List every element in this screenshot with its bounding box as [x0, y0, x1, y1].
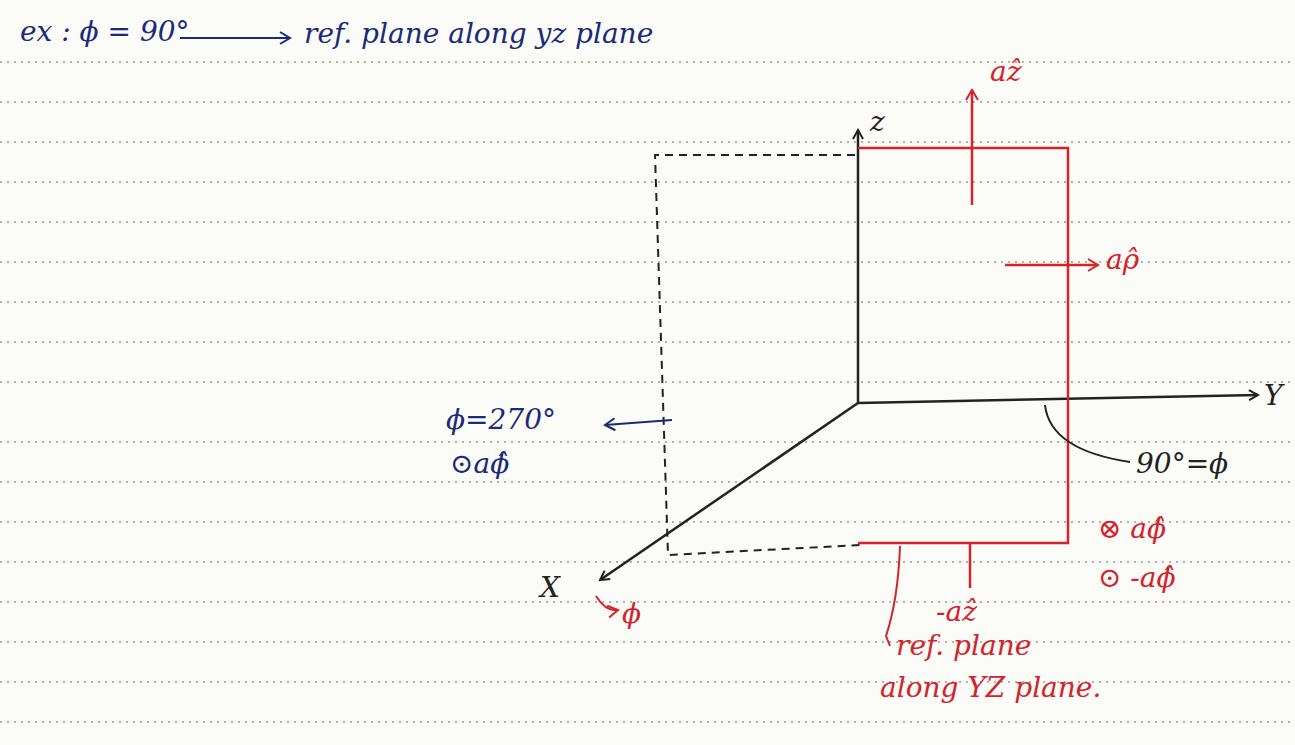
angle-label: ϕ=270° [446, 404, 556, 436]
x-axis [600, 403, 858, 580]
heading-note: ex : ϕ = 90° [20, 16, 190, 48]
arho-arrow [1005, 264, 1098, 267]
unit-vector-label: -aẑ [936, 596, 977, 628]
unit-vector-label: ⊗ aϕ̂ [1098, 513, 1166, 545]
unit-vector-label: ⊙ -aϕ̂ [1098, 562, 1176, 594]
angle-leader [1045, 405, 1130, 462]
y-axis [858, 395, 1258, 403]
z-axis [857, 130, 860, 403]
heading-note: ref. plane along yz plane [304, 18, 653, 50]
axis-label: Y [1264, 380, 1282, 412]
unit-vector-label: aẑ [990, 56, 1021, 88]
phi-arc [596, 596, 618, 610]
dashed-plane [655, 155, 860, 555]
plane-note: ref. plane [896, 630, 1031, 662]
unit-vector-label: ⊙aϕ̂ [450, 448, 509, 480]
az-arrow [971, 90, 974, 205]
reference-plane [858, 148, 1068, 543]
plane-note: along YZ plane. [880, 672, 1101, 704]
title-arrow [180, 37, 290, 39]
ruled-lines [0, 62, 1295, 722]
axis-label: z [870, 106, 885, 138]
unit-vector-label: aρ̂ [1106, 244, 1139, 276]
phi270-leader [605, 420, 672, 425]
angle-label: ϕ [622, 598, 641, 630]
minus-az-tick [969, 543, 972, 588]
angle-label: 90°=ϕ [1136, 448, 1228, 480]
axis-label: X [540, 572, 560, 604]
